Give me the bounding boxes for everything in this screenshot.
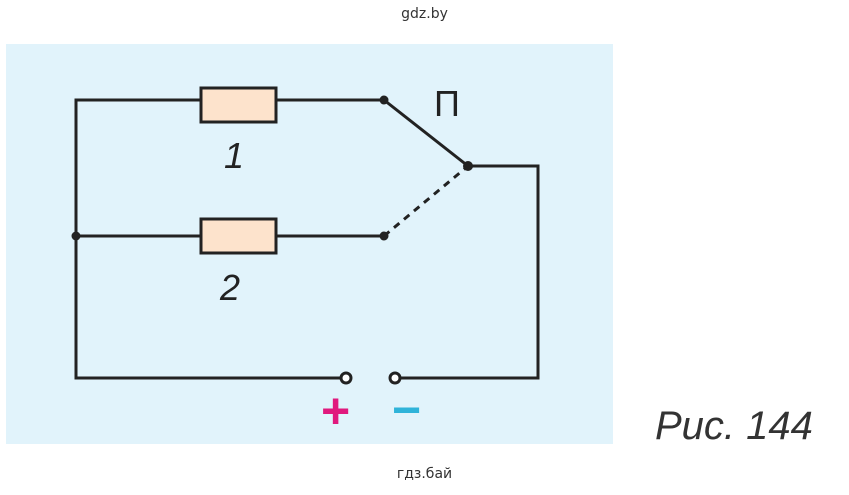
resistor-2-label: 2 [219, 267, 240, 308]
junction-node [71, 231, 81, 241]
wire-right-loop [394, 164, 540, 380]
switch-blade-alternate [383, 164, 469, 238]
watermark-top: gdz.by [401, 6, 448, 22]
watermark-bottom: гдз.бай [396, 466, 453, 482]
terminal-minus [388, 371, 402, 385]
diagram-background [6, 44, 613, 444]
switch-contact-2 [379, 231, 389, 241]
switch-pivot [463, 161, 473, 171]
switch-contact-1 [379, 95, 389, 105]
circuit-svg: П 1 2 + − [6, 44, 613, 444]
circuit-diagram: П 1 2 + − [6, 44, 613, 444]
resistor-1-label: 1 [224, 135, 244, 176]
terminal-plus [339, 371, 353, 385]
minus-sign: − [392, 382, 421, 438]
wires [74, 98, 540, 380]
resistor-1 [199, 86, 278, 124]
resistor-2 [199, 217, 278, 255]
switch-label: П [434, 83, 460, 124]
figure-caption: Рис. 144 [655, 404, 813, 448]
switch-blade [383, 98, 469, 168]
plus-sign: + [321, 383, 350, 439]
